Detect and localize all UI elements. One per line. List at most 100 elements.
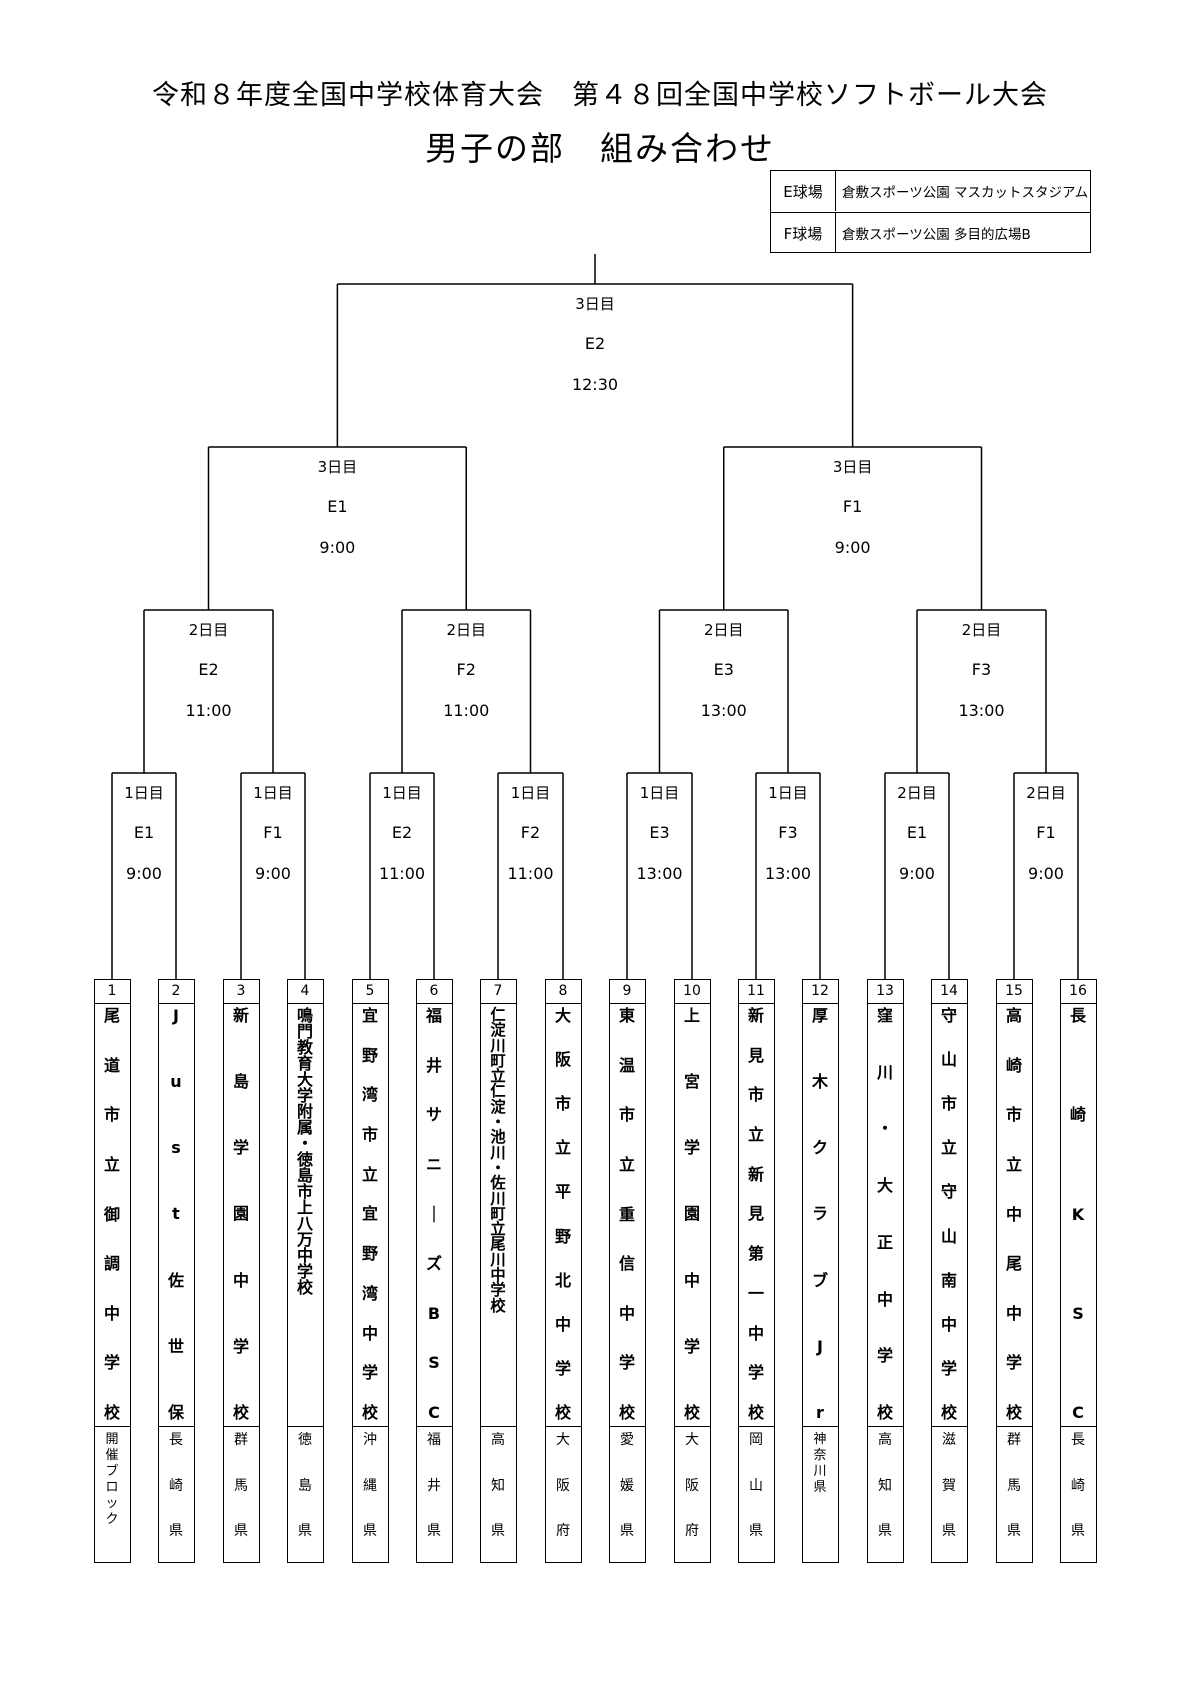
team-entry: 3 新島学園中学校群馬県 — [222, 979, 260, 1563]
team-prefecture: 群馬県 — [996, 1426, 1032, 1542]
team-number: 4 — [287, 980, 323, 1004]
match-time: 11:00 — [507, 864, 554, 883]
team-entry: 10 上宮学園中学校大阪府 — [673, 979, 711, 1563]
team-number: 9 — [609, 980, 645, 1004]
team-name: 新見市立新見第一中学校 — [747, 1006, 764, 1422]
match-time: 9:00 — [899, 864, 935, 883]
team-entry: 4 鳴門教育大学附属・徳島市上八万中学校徳島県 — [286, 979, 324, 1563]
match-time: 9:00 — [255, 864, 291, 883]
match-time: 11:00 — [378, 864, 426, 883]
match-field: E1 — [133, 823, 155, 842]
tournament-title: 令和８年度全国中学校体育大会 第４８回全国中学校ソフトボール大会 — [152, 80, 1048, 111]
match-time: 12:30 — [571, 375, 619, 394]
match-day: 1日目 — [510, 784, 551, 802]
team-number: 8 — [545, 980, 581, 1004]
venue-name: 倉敷スポーツ公園 多目的広場B — [842, 227, 1031, 243]
venue-row-f: F球場 倉敷スポーツ公園 多目的広場B — [771, 212, 1090, 253]
team-number: 2 — [158, 980, 194, 1004]
team-number: 7 — [480, 980, 516, 1004]
team-prefecture: 神奈川県 — [802, 1426, 838, 1542]
match-day: 2日目 — [1026, 784, 1066, 802]
team-name: 仁淀川町立仁淀・池川・佐川町立尾川中学校 — [490, 1006, 506, 1315]
venue-row-e: E球場 倉敷スポーツ公園 マスカットスタジアム — [771, 171, 1090, 211]
team-number: 11 — [738, 980, 774, 1004]
team-prefecture: 群馬県 — [223, 1426, 259, 1542]
team-prefecture: 大阪府 — [674, 1426, 710, 1542]
team-prefecture: 長崎県 — [158, 1426, 194, 1542]
team-name: 鳴門教育大学附属・徳島市上八万中学校 — [296, 1006, 313, 1297]
match-time: 11:00 — [443, 701, 490, 720]
match-time: 13:00 — [764, 864, 812, 883]
match-day: 1日目 — [639, 784, 680, 802]
match-field: E1 — [906, 823, 928, 842]
venue-code: F球場 — [771, 213, 836, 253]
team-name: 大阪市立平野北中学校 — [554, 1006, 571, 1422]
team-name: 新島学園中学校 — [232, 1006, 249, 1422]
team-prefecture: 沖縄県 — [352, 1426, 388, 1542]
match-field: F1 — [842, 497, 863, 516]
team-prefecture: 岡山県 — [738, 1426, 774, 1542]
match-day: 2日目 — [188, 621, 229, 639]
match-field: F1 — [1036, 823, 1056, 842]
team-number: 10 — [674, 980, 710, 1004]
team-entry: 13 窪川・大正中学校高知県 — [866, 979, 904, 1563]
venue-code: E球場 — [771, 171, 836, 211]
team-number: 6 — [416, 980, 452, 1004]
match-time: 13:00 — [958, 701, 1005, 720]
team-prefecture: 長崎県 — [1060, 1426, 1096, 1542]
team-name: 守山市立守山南中学校 — [940, 1006, 957, 1422]
division-title: 男子の部 組み合わせ — [425, 129, 775, 168]
match-day: 3日目 — [575, 295, 615, 313]
team-entry: 15 高崎市立中尾中学校群馬県 — [995, 979, 1033, 1563]
team-number: 5 — [352, 980, 388, 1004]
team-name: 宜野湾市立宜野湾中学校 — [361, 1006, 378, 1422]
team-prefecture: 徳島県 — [287, 1426, 323, 1542]
match-time: 9:00 — [1028, 864, 1064, 883]
match-day: 3日目 — [832, 458, 873, 476]
match-time: 13:00 — [636, 864, 683, 883]
match-field: F2 — [456, 660, 476, 679]
match-field: E2 — [391, 823, 413, 842]
team-number: 3 — [223, 980, 259, 1004]
team-entry: 11 新見市立新見第一中学校岡山県 — [737, 979, 775, 1563]
match-field: F3 — [971, 660, 992, 679]
venue-name: 倉敷スポーツ公園 マスカットスタジアム — [842, 185, 1089, 201]
team-name: 高崎市立中尾中学校 — [1005, 1006, 1022, 1422]
match-field: F3 — [778, 823, 798, 842]
team-number: 13 — [867, 980, 903, 1004]
match-day: 1日目 — [768, 784, 808, 802]
team-entry: 5 宜野湾市立宜野湾中学校沖縄県 — [351, 979, 389, 1563]
match-time: 11:00 — [185, 701, 232, 720]
match-day: 2日目 — [961, 621, 1002, 639]
team-name: 東温市立重信中学校 — [618, 1006, 635, 1422]
match-time: 9:00 — [126, 864, 162, 883]
team-prefecture: 福井県 — [416, 1426, 452, 1542]
team-name: 尾道市立御調中学校 — [103, 1006, 120, 1422]
team-number: 15 — [996, 980, 1032, 1004]
match-day: 3日目 — [317, 458, 358, 476]
team-name: 上宮学園中学校 — [683, 1006, 700, 1422]
team-prefecture: 高知県 — [867, 1426, 903, 1542]
match-field: E3 — [649, 823, 670, 842]
match-time: 13:00 — [700, 701, 747, 720]
match-day: 1日目 — [382, 784, 422, 802]
match-day: 2日目 — [446, 621, 487, 639]
team-name: 窪川・大正中学校 — [876, 1006, 893, 1422]
team-number: 16 — [1060, 980, 1096, 1004]
match-field: E2 — [584, 334, 606, 353]
match-day: 1日目 — [124, 784, 164, 802]
team-prefecture: 滋賀県 — [931, 1426, 967, 1542]
match-field: E1 — [327, 497, 348, 516]
